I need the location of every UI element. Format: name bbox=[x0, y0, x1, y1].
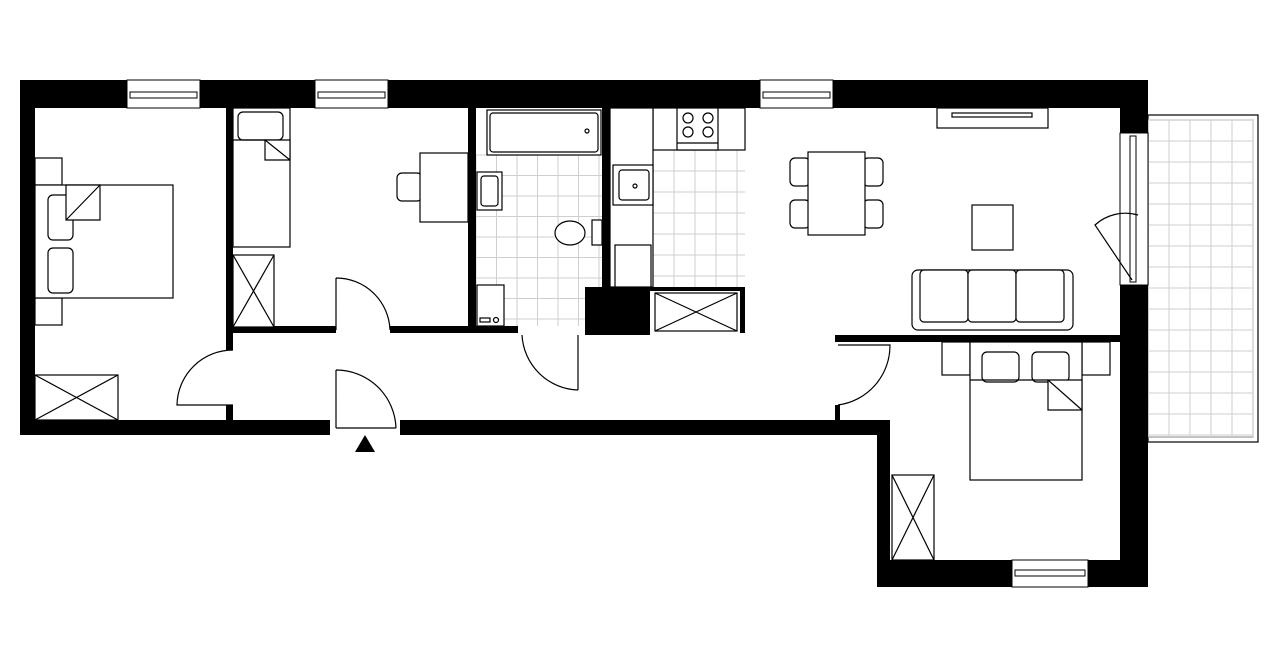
kitchen-furniture bbox=[609, 107, 746, 332]
bedroom-2-furniture bbox=[232, 107, 469, 328]
dining-table-icon bbox=[807, 151, 866, 236]
doors bbox=[176, 212, 1139, 429]
coffee-table-icon bbox=[971, 204, 1014, 251]
fridge-icon bbox=[614, 244, 652, 288]
kitchen-tiles bbox=[652, 149, 745, 287]
entrance-arrow-icon bbox=[355, 435, 375, 452]
sofa-icon bbox=[911, 269, 1074, 331]
bedroom-1-furniture bbox=[34, 157, 174, 421]
toilet-icon bbox=[554, 220, 586, 246]
walls bbox=[20, 80, 1148, 587]
balcony bbox=[1147, 114, 1259, 443]
tv-icon bbox=[936, 107, 1049, 129]
bathroom-furniture bbox=[476, 109, 603, 327]
living-room-furniture bbox=[789, 107, 1074, 331]
windows bbox=[126, 79, 1149, 588]
desk-icon bbox=[419, 152, 469, 223]
bedroom-3-furniture bbox=[891, 341, 1111, 561]
